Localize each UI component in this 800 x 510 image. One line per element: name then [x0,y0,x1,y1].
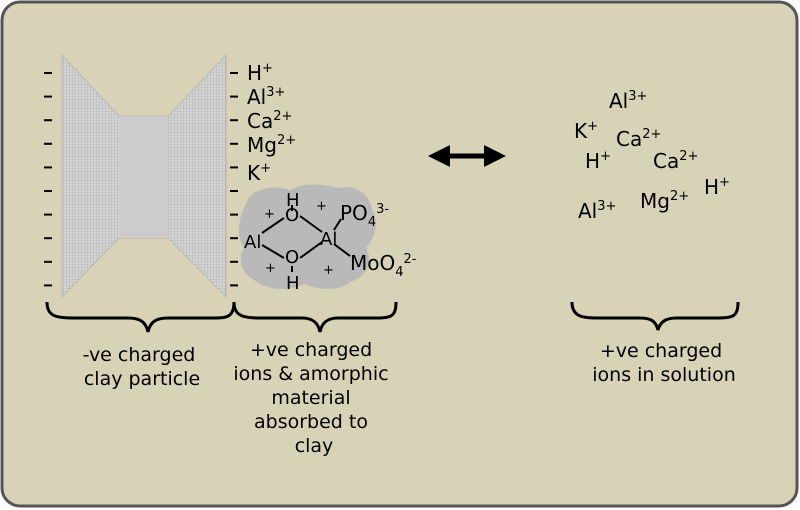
amorphic-material: Al Al O O H H + + + + PO43- MoO42- [238,184,417,294]
bond-al-o-top [261,217,285,234]
brace-clay [45,301,236,333]
solution-ion-h: H+ [585,149,611,173]
solution-ion-group: Al3+K+Ca2+H+Ca2+H+Al3+Mg2+ [574,89,730,223]
bond-al-molybdate [333,243,351,257]
caption-clay: -ve charged clay particle [83,344,202,390]
atom-o-bottom: O [285,247,299,268]
plus-sign-3: + [265,261,276,276]
solution-ion-ca: Ca2+ [616,127,661,151]
bound-ion-ca: Ca2+ [247,109,292,133]
solution-ion-al: Al3+ [578,199,616,223]
brace-absorbed [232,301,398,333]
caption-absorbed: +ve charged ions & amorphic material abs… [233,339,394,457]
plus-sign-4: + [323,263,334,278]
bound-ion-mg: Mg2+ [247,133,296,157]
bond-al-o-bottom [261,244,285,259]
atom-al-right: Al [320,229,337,250]
molybdate-ion: MoO42- [350,251,417,280]
atom-al-left: Al [244,232,261,253]
negative-charges-right [230,72,238,287]
bond-o-al-bottom [299,241,323,259]
bond-al-phosphate [333,218,342,231]
bond-o-al-top [299,215,323,233]
brace-solution [570,301,740,331]
plus-sign-1: + [264,207,275,222]
atom-h-top: H [286,190,300,211]
bound-ion-k: K+ [247,161,271,185]
amorphic-blob [238,184,376,289]
clay-particle-core [119,116,168,238]
atom-o-top: O [285,205,299,226]
solution-ion-k: K+ [574,119,598,143]
atom-h-bottom: H [286,273,300,294]
clay-particle [61,54,227,298]
phosphate-ion: PO43- [340,201,389,230]
solution-ion-al: Al3+ [609,89,647,113]
bound-ion-list: H+Al3+Ca2+Mg2+ K+ [247,61,296,185]
plus-sign-2: + [316,199,327,214]
solution-ion-h: H+ [704,175,730,199]
caption-solution: +ve charged ions in solution [592,340,735,386]
bound-ion-h: H+ [247,61,273,85]
negative-charges-left [44,72,52,287]
solution-ion-ca: Ca2+ [653,149,698,173]
solution-ion-mg: Mg2+ [640,189,689,213]
equilibrium-arrow [428,145,506,167]
bound-ion-al: Al3+ [247,85,285,109]
